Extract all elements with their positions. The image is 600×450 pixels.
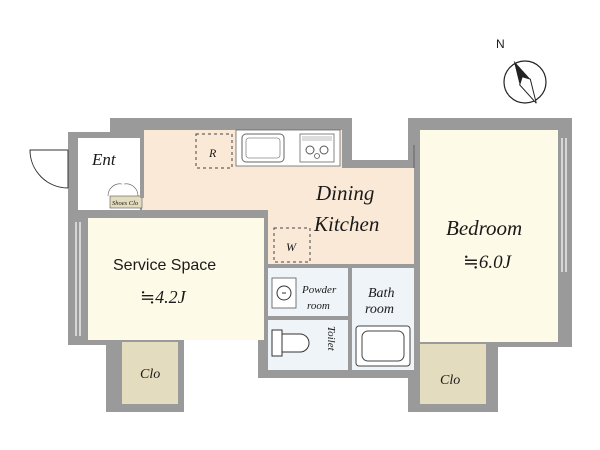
refrigerator-space	[195, 133, 233, 169]
powder-room-label-line1: Powder	[301, 284, 337, 296]
washer-label: W	[286, 240, 297, 254]
bathroom-label-line2: room	[365, 302, 394, 317]
closet-right-floor	[420, 344, 486, 404]
bathroom-label-line1: Bath	[368, 286, 394, 301]
shoes-closet-label: Shoes Clo	[112, 200, 139, 207]
basin-icon	[271, 277, 297, 309]
dining-kitchen-label-line1: Dining	[315, 181, 374, 205]
bedroom-label: Bedroom	[446, 216, 522, 240]
shoes-closet	[107, 183, 143, 209]
dining-kitchen-floor	[142, 130, 414, 264]
toilet-label: Toilet	[325, 326, 337, 352]
bedroom-floor	[420, 130, 558, 342]
refrigerator-label: R	[208, 146, 217, 160]
closet-left-floor	[122, 342, 178, 404]
closet-right-label: Clo	[440, 373, 460, 388]
windows	[75, 138, 567, 336]
service-space-floor	[88, 218, 264, 340]
entry-door	[29, 149, 69, 189]
compass-icon	[503, 60, 547, 104]
toilet-icon	[271, 329, 310, 357]
entrance-label: Ent	[91, 150, 117, 169]
washer-space	[273, 227, 311, 263]
service-space-size: ≒4.2J	[140, 287, 187, 307]
dining-kitchen-label-line2: Kitchen	[313, 212, 379, 236]
bathtub-icon	[355, 325, 411, 367]
closet-left-label: Clo	[140, 367, 160, 382]
bedroom-size: ≒6.0J	[463, 252, 513, 273]
interior-walls	[84, 130, 420, 378]
stove-icon	[299, 133, 335, 163]
compass-label: N	[496, 37, 505, 51]
service-space-label: Service Space	[113, 257, 216, 274]
powder-room-label-line2: room	[307, 300, 330, 312]
